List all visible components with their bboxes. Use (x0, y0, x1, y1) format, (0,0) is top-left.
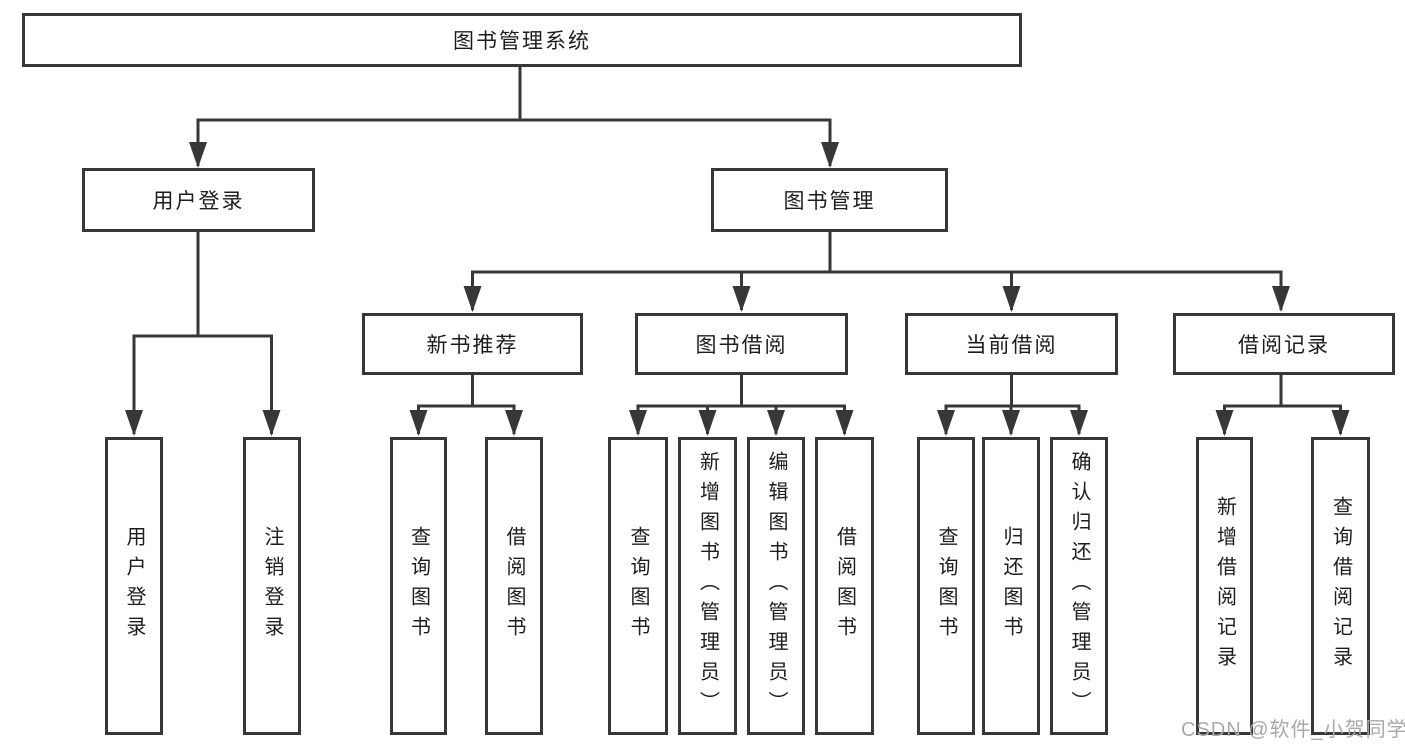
node-label: 新书推荐 (426, 334, 519, 357)
leaf-label: 查询图书 (627, 526, 649, 646)
leaf-label: 编辑图书（管理员） (765, 451, 787, 721)
leaf-label: 注销登录 (261, 526, 283, 646)
node-borrowing-records: 借阅记录 (1173, 313, 1395, 375)
leaf-label: 查询图书 (407, 526, 430, 646)
csdn-watermark: CSDN @软件_小贺同学 (1181, 719, 1405, 741)
leaf-borrow-books: 借阅图书 (815, 437, 874, 735)
node-label: 借阅记录 (1238, 334, 1330, 357)
node-label: 用户登录 (152, 190, 245, 213)
leaf-label: 新增借阅记录 (1213, 496, 1236, 676)
leaf-logout: 注销登录 (243, 437, 301, 735)
leaf-query-books-recommend: 查询图书 (390, 437, 447, 735)
node-label: 图书管理系统 (453, 30, 591, 53)
node-label: 图书管理 (783, 190, 876, 213)
node-label: 图书借阅 (695, 334, 788, 357)
leaf-label: 确认归还（管理员） (1068, 451, 1090, 721)
leaf-label: 借阅图书 (503, 526, 525, 646)
node-book-borrowing: 图书借阅 (635, 313, 848, 375)
leaf-borrow-books-recommend: 借阅图书 (485, 437, 543, 735)
leaf-label: 用户登录 (123, 526, 145, 646)
leaf-add-borrow-record: 新增借阅记录 (1196, 437, 1253, 735)
leaf-user-login: 用户登录 (105, 437, 163, 735)
node-new-book-recommendation: 新书推荐 (362, 313, 583, 375)
node-current-borrowing: 当前借阅 (905, 313, 1118, 375)
leaf-label: 查询借阅记录 (1329, 496, 1352, 676)
leaf-query-books-borrow: 查询图书 (608, 437, 668, 735)
leaf-confirm-return-admin: 确认归还（管理员） (1050, 437, 1108, 735)
leaf-query-borrow-record: 查询借阅记录 (1311, 437, 1370, 735)
leaf-label: 借阅图书 (833, 526, 856, 646)
leaf-label: 归还图书 (1000, 526, 1022, 646)
leaf-label: 查询图书 (935, 526, 957, 646)
node-book-management: 图书管理 (711, 168, 948, 232)
node-label: 当前借阅 (965, 334, 1058, 357)
leaf-label: 新增图书（管理员） (696, 451, 719, 721)
leaf-query-books-current: 查询图书 (917, 437, 975, 735)
node-user-login: 用户登录 (82, 168, 315, 232)
leaf-edit-books-admin: 编辑图书（管理员） (747, 437, 805, 735)
leaf-add-books-admin: 新增图书（管理员） (678, 437, 737, 735)
leaf-return-books: 归还图书 (982, 437, 1040, 735)
node-root: 图书管理系统 (22, 13, 1022, 67)
